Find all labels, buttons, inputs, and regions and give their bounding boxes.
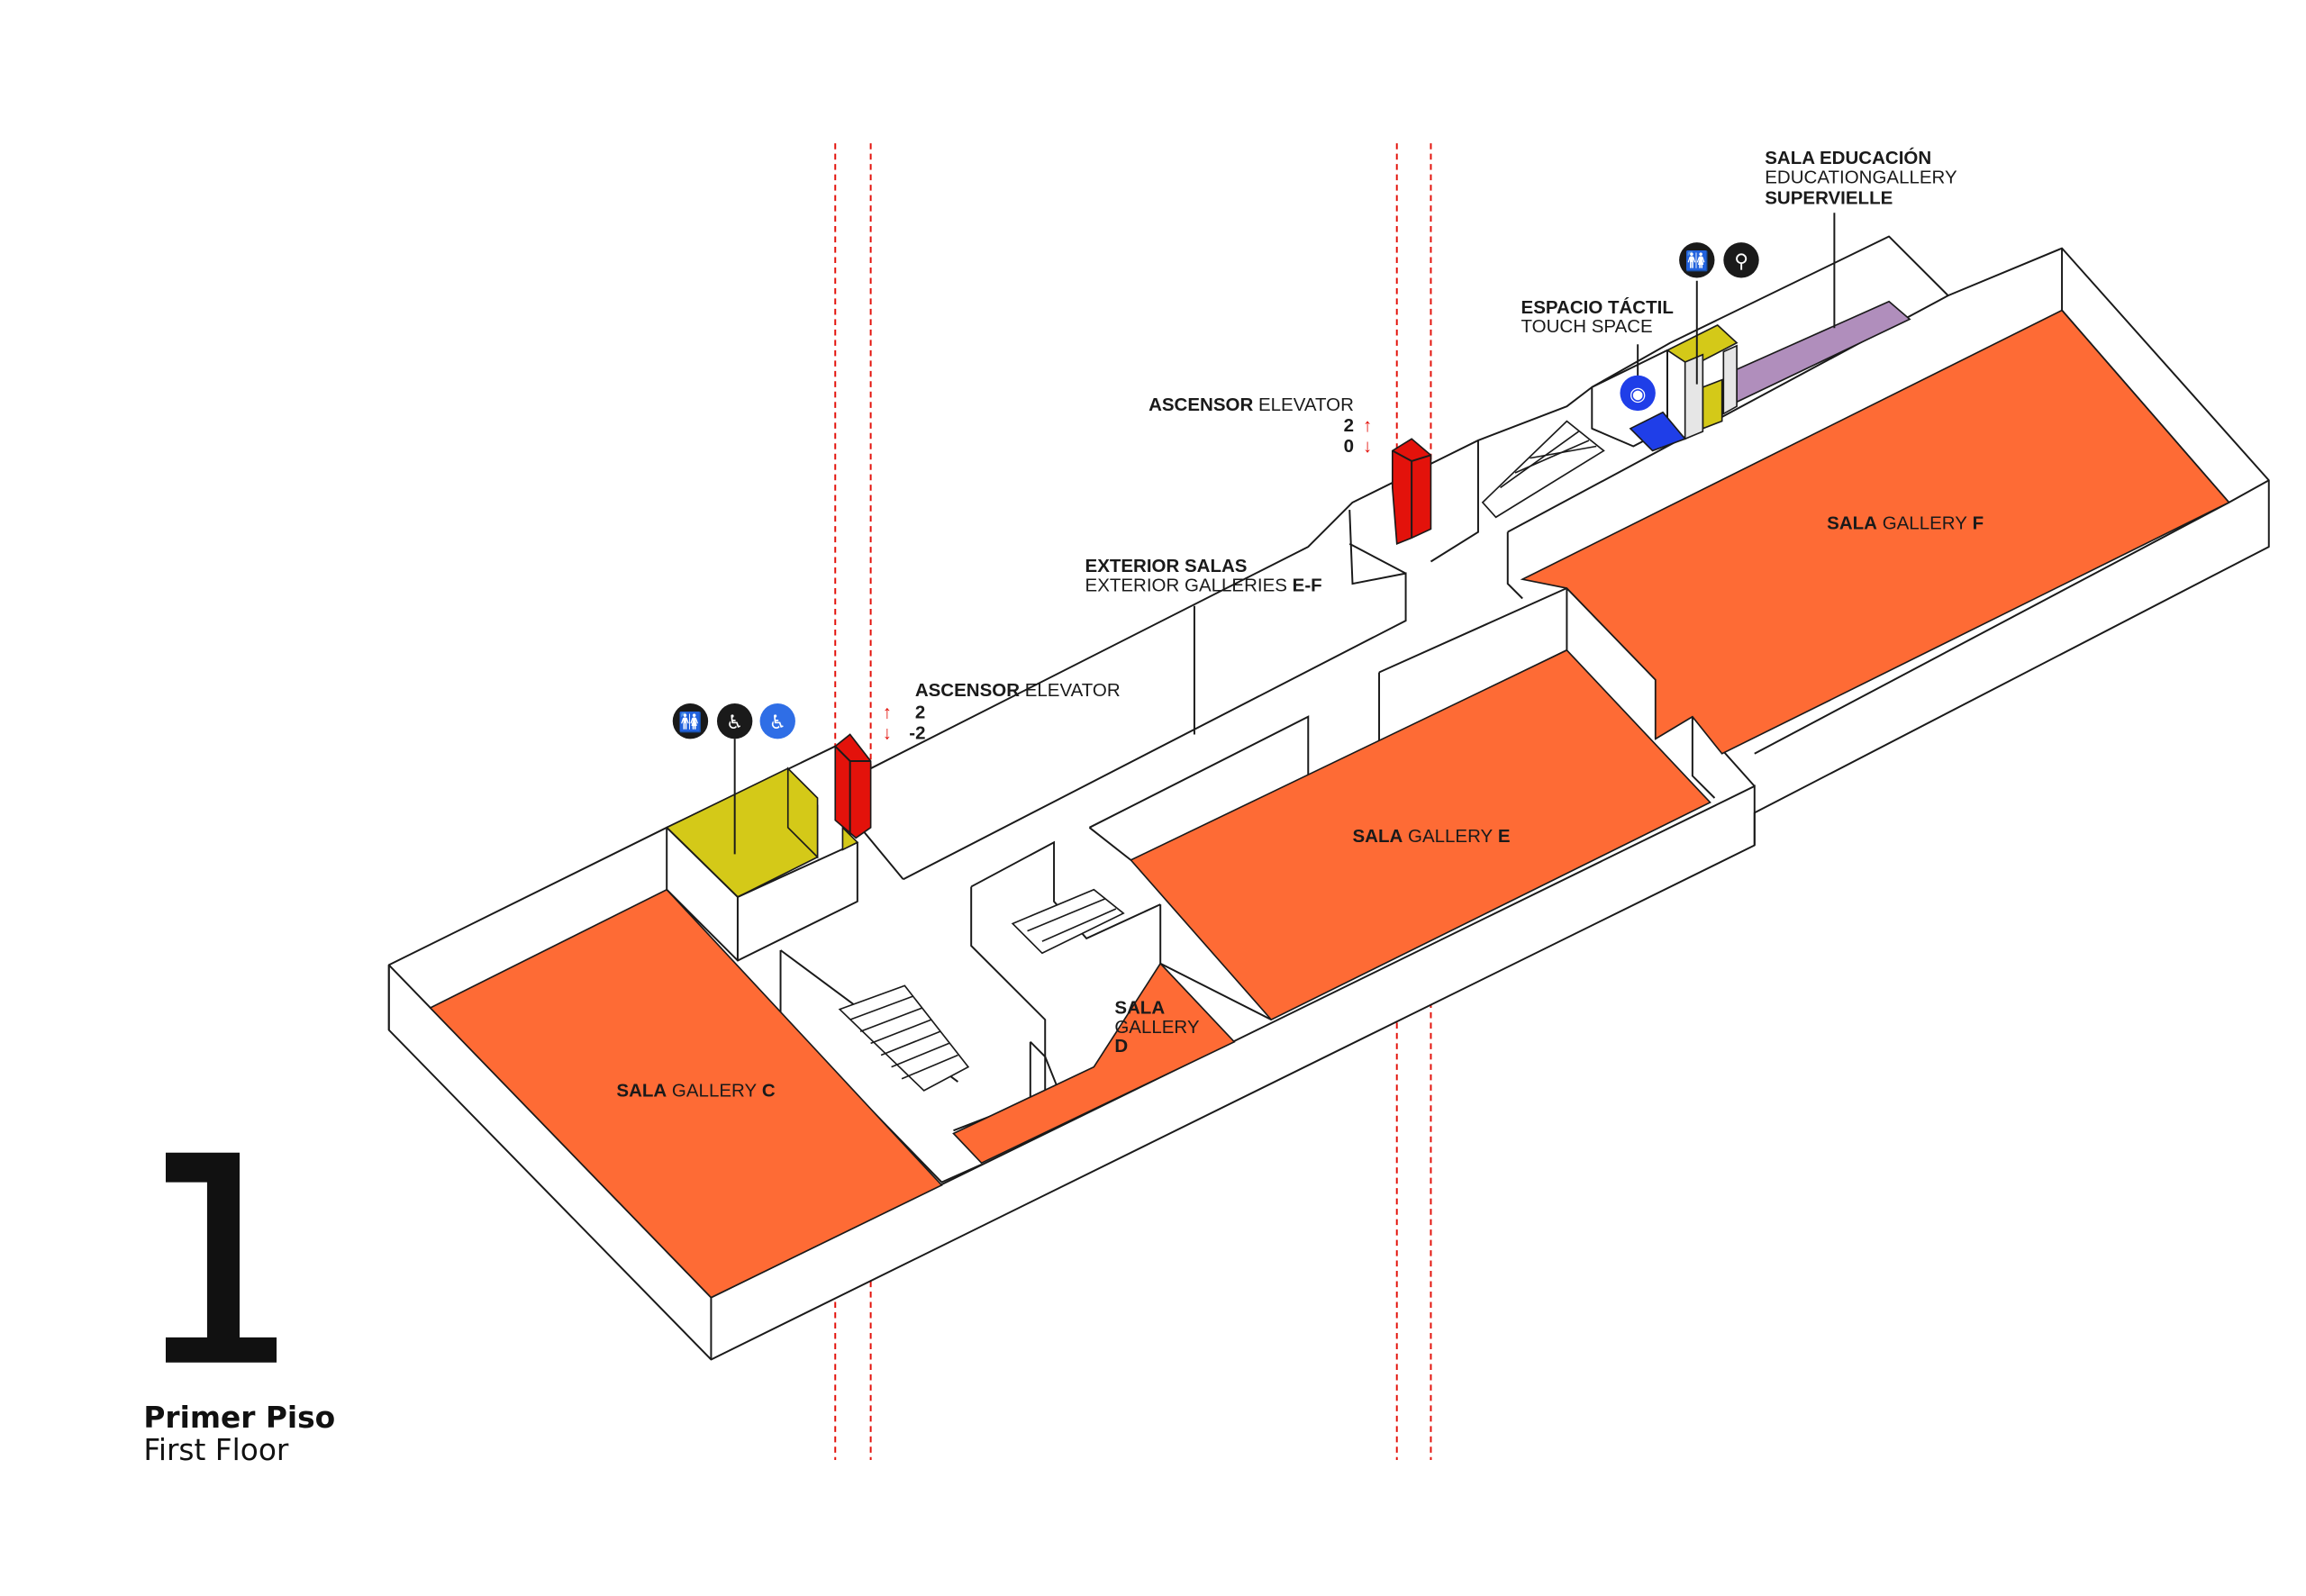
svg-text:◉: ◉ <box>1630 384 1647 406</box>
floor-number-graphic <box>165 1152 277 1363</box>
staircase <box>838 420 1605 1092</box>
gallery-e-floor[interactable] <box>1130 648 1711 1021</box>
floor-name-es: Primer Piso <box>143 1401 335 1435</box>
svg-text:♿: ♿ <box>726 712 743 734</box>
gallery-f-floor[interactable] <box>1520 309 2230 755</box>
arrow-down-icon: ↓ <box>1363 436 1372 457</box>
svg-text:⚲: ⚲ <box>1734 250 1748 273</box>
arrow-up-icon: ↑ <box>883 702 892 722</box>
floor-name-en: First Floor <box>143 1433 289 1467</box>
gallery-c-label: SALA GALLERY C <box>616 1080 775 1101</box>
elevator-left-down: -2 <box>909 722 925 743</box>
arrow-down-icon: ↓ <box>883 722 892 743</box>
svg-text:🚻: 🚻 <box>678 711 703 734</box>
elevator-left[interactable] <box>834 733 872 839</box>
gallery-e-label: SALA GALLERY E <box>1353 826 1511 847</box>
restrooms-left <box>665 766 859 962</box>
elevator-right[interactable] <box>1391 438 1432 545</box>
elevator-right-down: 0 <box>1344 436 1354 457</box>
touch-space-icon: ◉ <box>1620 375 1656 412</box>
gallery-d-floor[interactable] <box>952 962 1236 1165</box>
wheelchair-icon: ♿ <box>759 703 795 739</box>
elevator-left-label: ASCENSOR ELEVATOR <box>915 680 1121 701</box>
baby-changing-icon: ♿ <box>716 703 753 739</box>
svg-text:♿: ♿ <box>769 712 786 734</box>
elevator-right-up: 2 <box>1344 415 1354 436</box>
svg-text:🚻: 🚻 <box>1685 249 1710 273</box>
elevator-left-up: 2 <box>915 702 925 722</box>
leader-lines <box>733 213 1836 855</box>
elevator-right-label: ASCENSOR ELEVATOR <box>1148 394 1354 415</box>
baby-changing-icon: ⚲ <box>1723 242 1759 278</box>
gallery-c-floor[interactable] <box>429 888 943 1299</box>
arrow-up-icon: ↑ <box>1363 415 1372 436</box>
restroom-icon: 🚻 <box>672 703 709 739</box>
restroom-icon: 🚻 <box>1679 242 1715 278</box>
gallery-f-label: SALA GALLERY F <box>1827 512 1984 533</box>
